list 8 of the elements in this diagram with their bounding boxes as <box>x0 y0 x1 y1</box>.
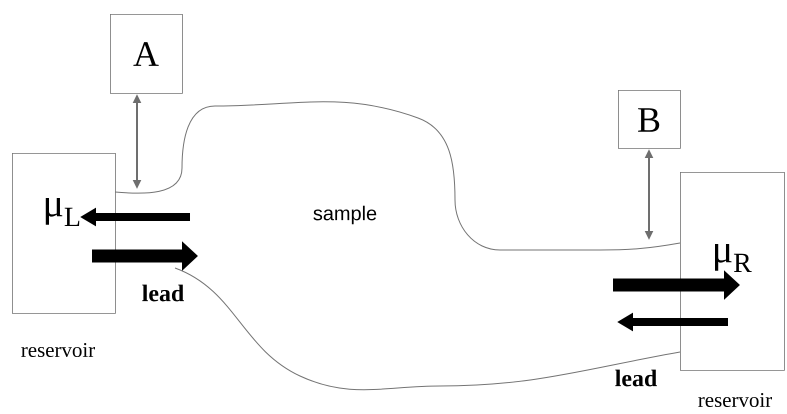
reservoir-box: μ$_{L}$ <box>12 153 116 314</box>
reservoir-label: reservoir <box>698 392 772 408</box>
reservoir-box: μ$_{R}$ <box>680 172 785 371</box>
probe-box: A <box>110 14 183 94</box>
lead-label: lead <box>615 370 657 386</box>
reservoir-label: reservoir <box>21 342 95 358</box>
lead-label: lead <box>142 284 184 302</box>
probe-box: B <box>618 90 681 149</box>
